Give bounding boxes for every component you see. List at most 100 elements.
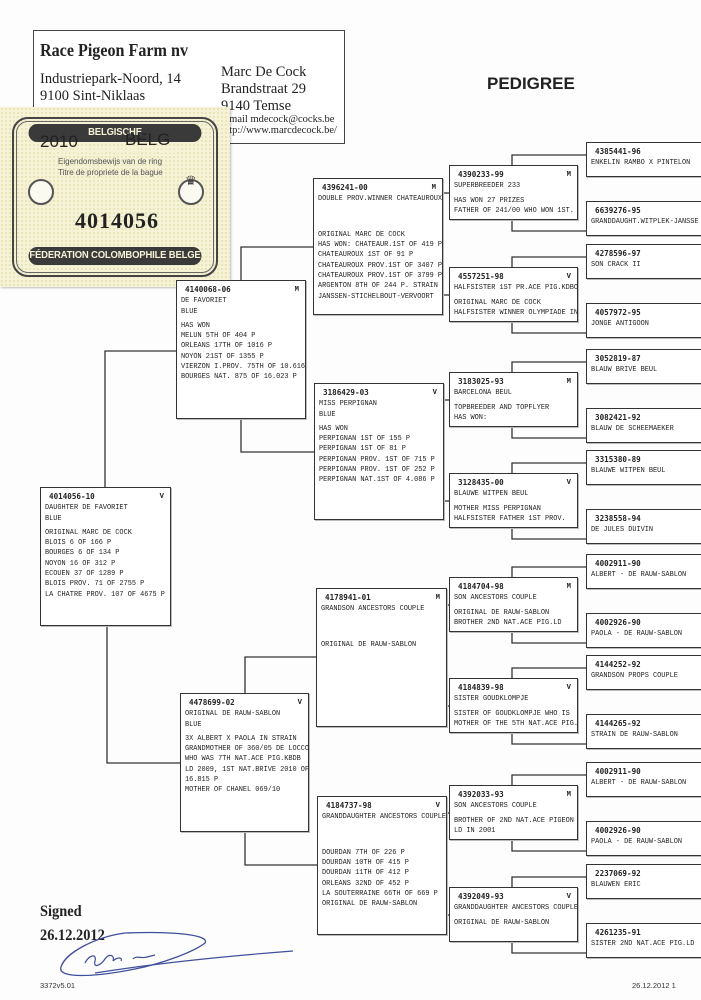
- ring-number: 4385441-96: [595, 147, 641, 156]
- card-ornate-border: [12, 117, 218, 277]
- connector-line: [511, 840, 586, 852]
- sex-marker: V: [566, 684, 571, 692]
- connector-line: [511, 566, 586, 577]
- ring-number: 4478699-02: [189, 698, 235, 707]
- ring-number: 4261235-91: [595, 928, 641, 937]
- result-line: ECOUEN 37 OF 1289 P: [45, 570, 124, 579]
- result-line: BROTHER 2ND NAT.ACE PIG.LD: [454, 618, 562, 627]
- result-line: BOURGES NAT. 875 OF 16.023 P: [181, 373, 297, 382]
- result-line: ORIGINAL MARC DE COCK: [318, 230, 405, 239]
- result-line: HALFSISTER FATHER 1ST PROV.: [454, 514, 566, 523]
- pigeon-name: JONGE ANTIGOON: [591, 320, 649, 329]
- pigeon-name: GRANDSON ANCESTORS COUPLE: [321, 605, 425, 614]
- sex-marker: V: [566, 273, 571, 281]
- website-link[interactable]: http://www.marcdecock.be/: [221, 125, 337, 136]
- result-line: BROTHER OF 2ND NAT.ACE PIGEON: [454, 816, 574, 825]
- ring-number: 4057972-95: [595, 308, 641, 317]
- pigeon-name: ENKELIN RAMBO X PINTELON: [591, 159, 691, 168]
- ring-number: 4178941-01: [325, 593, 371, 602]
- ring-number: 4002926-90: [595, 618, 641, 627]
- sex-marker: M: [566, 791, 571, 799]
- ring-number: 4557251-98: [458, 272, 504, 281]
- result-line: LA SOUTERRAINE 66TH OF 669 P: [322, 890, 438, 899]
- result-line: PERPIGNAN 1ST OF 155 P: [319, 435, 410, 444]
- pigeon-name: GRANDDAUGHTER ANCESTORS COUPLE: [454, 904, 579, 913]
- pigeon-color: BLUE: [185, 720, 202, 729]
- sex-marker: M: [431, 184, 436, 192]
- email-link[interactable]: e-mail mdecock@cocks.be: [221, 114, 335, 125]
- sex-marker: M: [294, 286, 299, 294]
- result-line: ORIGINAL DE RAUW-SABLON: [454, 608, 550, 617]
- pigeon-name: BARCELONA BEUL: [454, 389, 512, 398]
- result-line: ORIGINAL MARC DE COCK: [454, 298, 541, 307]
- result-line: MOTHER OF THE 5TH NAT.ACE PIG.: [454, 719, 579, 728]
- result-line: BLOIS 6 OF 166 P: [45, 539, 112, 548]
- ring-number: 3128435-00: [458, 478, 504, 487]
- result-line: CHATEAUROUX PROV.1ST OF 3407 P: [318, 261, 443, 270]
- ring-ownership-card: BELGISCHE DUIVENLIEFHEBBERSBOND FÉDERATI…: [0, 107, 230, 287]
- pigeon-color: [318, 205, 437, 215]
- pigeon-name: MISS PERPIGNAN: [319, 400, 377, 409]
- ring-ownership-label-nl: Eigendomsbewijs van de ring: [58, 157, 163, 166]
- print-date: 26.12.2012 1: [632, 981, 676, 990]
- connector-line: [511, 427, 586, 439]
- pigeon-name: GRANDDAUGHT.WITPLEK-JANSSE: [591, 218, 699, 227]
- sex-marker: M: [435, 594, 440, 602]
- pigeon-name: BLAUWEN ERIC: [591, 881, 641, 890]
- sex-marker: M: [566, 583, 571, 591]
- result-line: CHATEAUROUX PROV.1ST OF 3799 P: [318, 272, 443, 281]
- signed-date: 26.12.2012: [40, 927, 105, 944]
- ring-number: 3052819-87: [595, 354, 641, 363]
- connector-line: [511, 876, 586, 887]
- connector-line: [106, 626, 180, 764]
- result-line: PERPIGNAN PROV. 1ST OF 252 P: [319, 466, 435, 475]
- sex-marker: M: [566, 378, 571, 386]
- pigeon-name: BLAUWE WITPEN BEUL: [454, 490, 529, 499]
- result-line: MELUN 5TH OF 404 P: [181, 332, 256, 341]
- result-line: MOTHER OF CHANEL 069/10: [185, 786, 281, 795]
- ring-number: 4002911-90: [595, 559, 641, 568]
- connector-line: [511, 361, 586, 372]
- page-title: PEDIGREE: [487, 74, 575, 93]
- handwritten-signature: [60, 931, 294, 977]
- pigeon-name: SUPERBREEDER 233: [454, 182, 521, 191]
- result-line: FATHER OF 241/00 WHO WON 1ST.: [454, 206, 574, 215]
